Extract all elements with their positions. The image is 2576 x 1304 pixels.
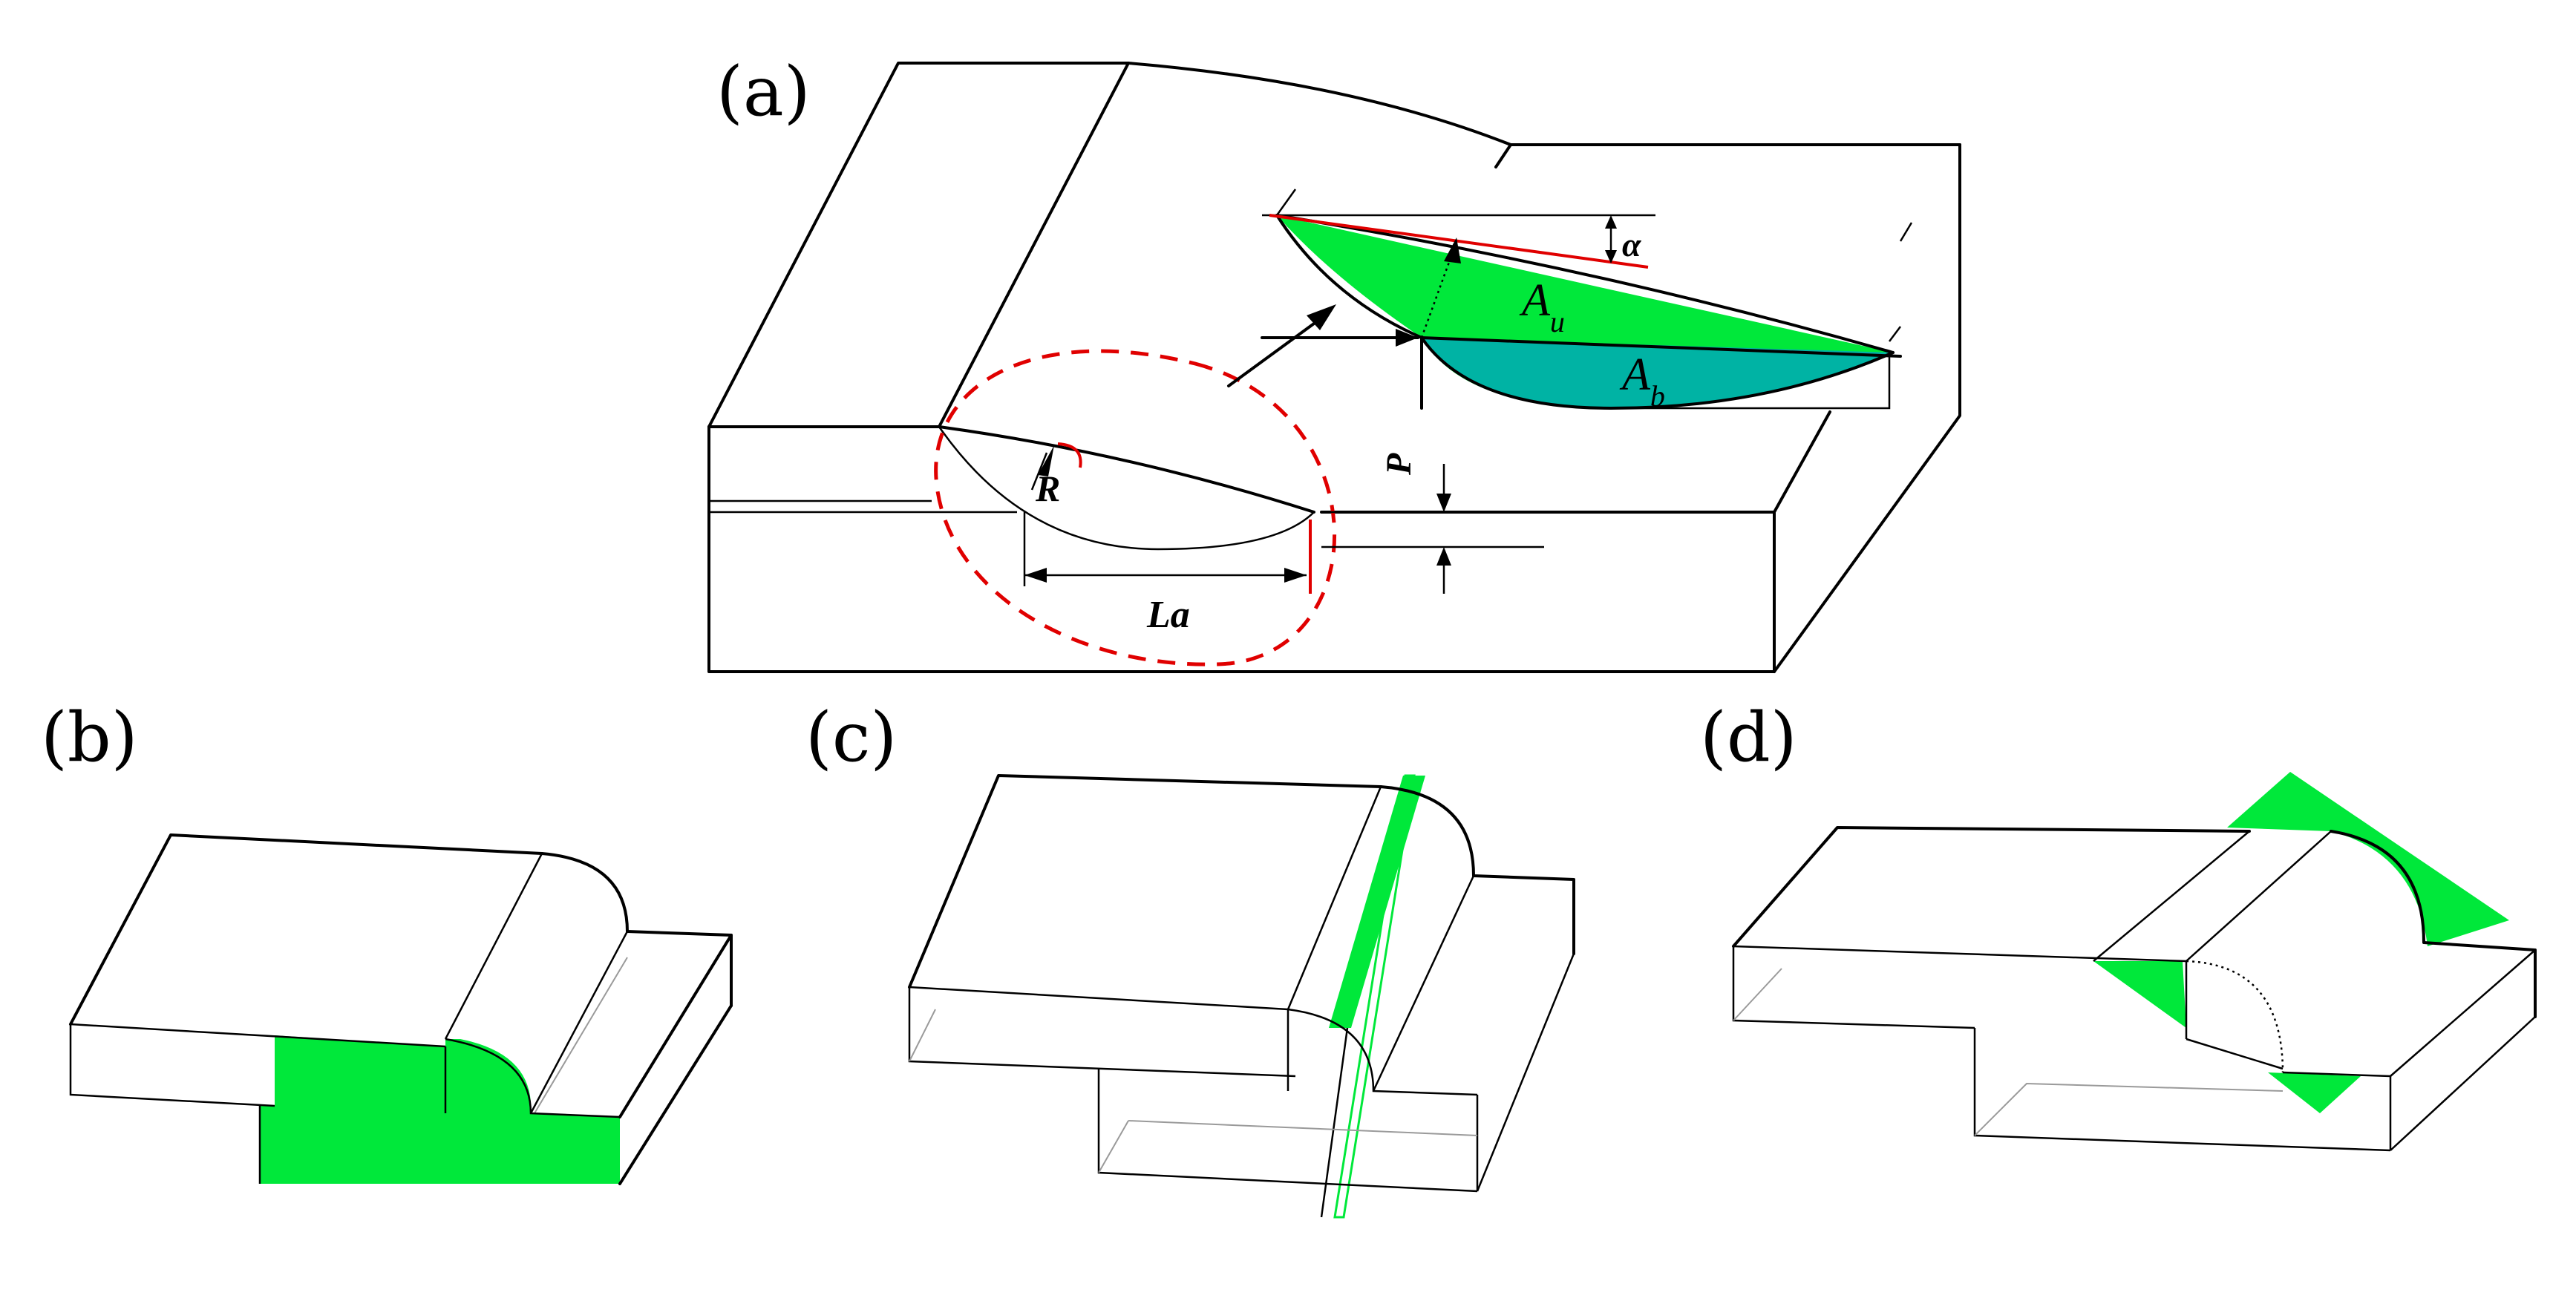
wedge-plane-bottom [2268, 1072, 2361, 1113]
panel-c-label: (c) [805, 698, 897, 777]
panel-d: (d) [1700, 698, 2537, 1152]
panel-c: (c) [805, 698, 1575, 1219]
wedge-plane-top [2227, 772, 2509, 946]
radius-label: R [1035, 468, 1060, 509]
panel-b-label: (b) [41, 698, 138, 777]
cut-plane [1329, 776, 1425, 1028]
p-label: P [1379, 453, 1419, 476]
section-face-green [71, 1024, 620, 1184]
la-dimension: La [1023, 512, 1312, 636]
panel-d-label: (d) [1700, 698, 1797, 777]
panel-a-label: (a) [716, 52, 811, 131]
p-dimension: P [1321, 453, 1544, 594]
alpha-label: α [1622, 226, 1642, 263]
panel-a-weld-section: R [934, 349, 1337, 666]
panel-b: (b) [41, 698, 733, 1185]
panel-a: (a) R [707, 52, 1961, 673]
zoomed-section: α Au Ab [1262, 189, 1902, 413]
la-label: La [1146, 594, 1190, 636]
area-u-label: Au [1519, 275, 1565, 338]
panel-a-block [707, 62, 1961, 673]
detail-arrows [1227, 304, 1419, 387]
area-b-label: Ab [1619, 350, 1665, 413]
detail-circle [934, 349, 1337, 666]
wedge-plane-left [2093, 961, 2186, 1028]
